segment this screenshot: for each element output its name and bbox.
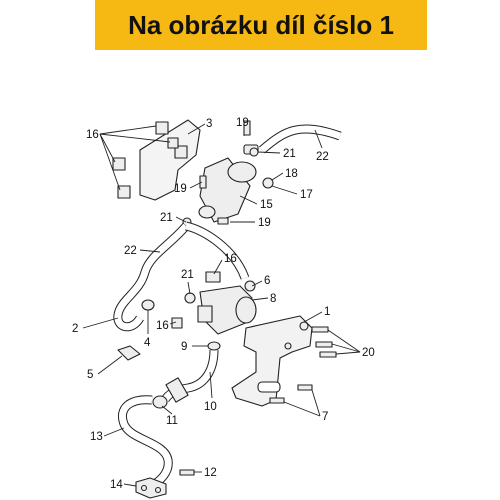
callout-21-a: 21 xyxy=(283,148,296,160)
lower-hose-part xyxy=(160,349,219,403)
callout-3: 3 xyxy=(206,118,212,130)
callout-19-b: 19 xyxy=(174,183,187,195)
callout-17: 17 xyxy=(300,189,313,201)
callout-22-b: 22 xyxy=(124,245,137,257)
callout-19-a: 19 xyxy=(236,117,249,129)
banner-title: Na obrázku díl číslo 1 xyxy=(128,9,394,40)
main-bracket-part xyxy=(231,315,313,407)
callout-1: 1 xyxy=(324,306,330,318)
bracket-plate-part xyxy=(112,119,201,201)
callout-13: 13 xyxy=(90,431,103,443)
callout-5: 5 xyxy=(87,369,93,381)
callout-19-c: 19 xyxy=(258,217,271,229)
callout-11: 11 xyxy=(166,415,178,427)
callout-18: 18 xyxy=(285,168,298,180)
callout-16-b: 16 xyxy=(224,253,237,265)
callout-2: 2 xyxy=(72,323,78,335)
callout-8: 8 xyxy=(270,293,276,305)
callout-20: 20 xyxy=(362,347,375,359)
canister-filter-part xyxy=(198,144,259,223)
title-banner: Na obrázku díl číslo 1 xyxy=(95,0,427,50)
callout-7: 7 xyxy=(322,411,328,423)
callout-4: 4 xyxy=(144,337,151,349)
callout-12: 12 xyxy=(204,467,217,479)
callout-21-b: 21 xyxy=(160,212,173,224)
callout-labels: 16 3 19 21 22 18 17 19 15 21 19 22 21 16… xyxy=(72,117,375,491)
flange-part xyxy=(135,477,167,499)
callout-21-c: 21 xyxy=(181,269,194,281)
callout-22-a: 22 xyxy=(316,151,329,163)
callout-9: 9 xyxy=(181,341,187,353)
callout-10: 10 xyxy=(204,401,217,413)
callout-14: 14 xyxy=(110,479,123,491)
middle-hose-part xyxy=(113,221,250,332)
air-valve-part xyxy=(171,271,257,335)
callout-15: 15 xyxy=(260,199,273,211)
upper-hose-part xyxy=(259,124,342,154)
pipe-part xyxy=(118,395,173,491)
callout-16-c: 16 xyxy=(156,320,169,332)
callout-16-a: 16 xyxy=(86,129,99,141)
callout-6: 6 xyxy=(264,275,270,287)
